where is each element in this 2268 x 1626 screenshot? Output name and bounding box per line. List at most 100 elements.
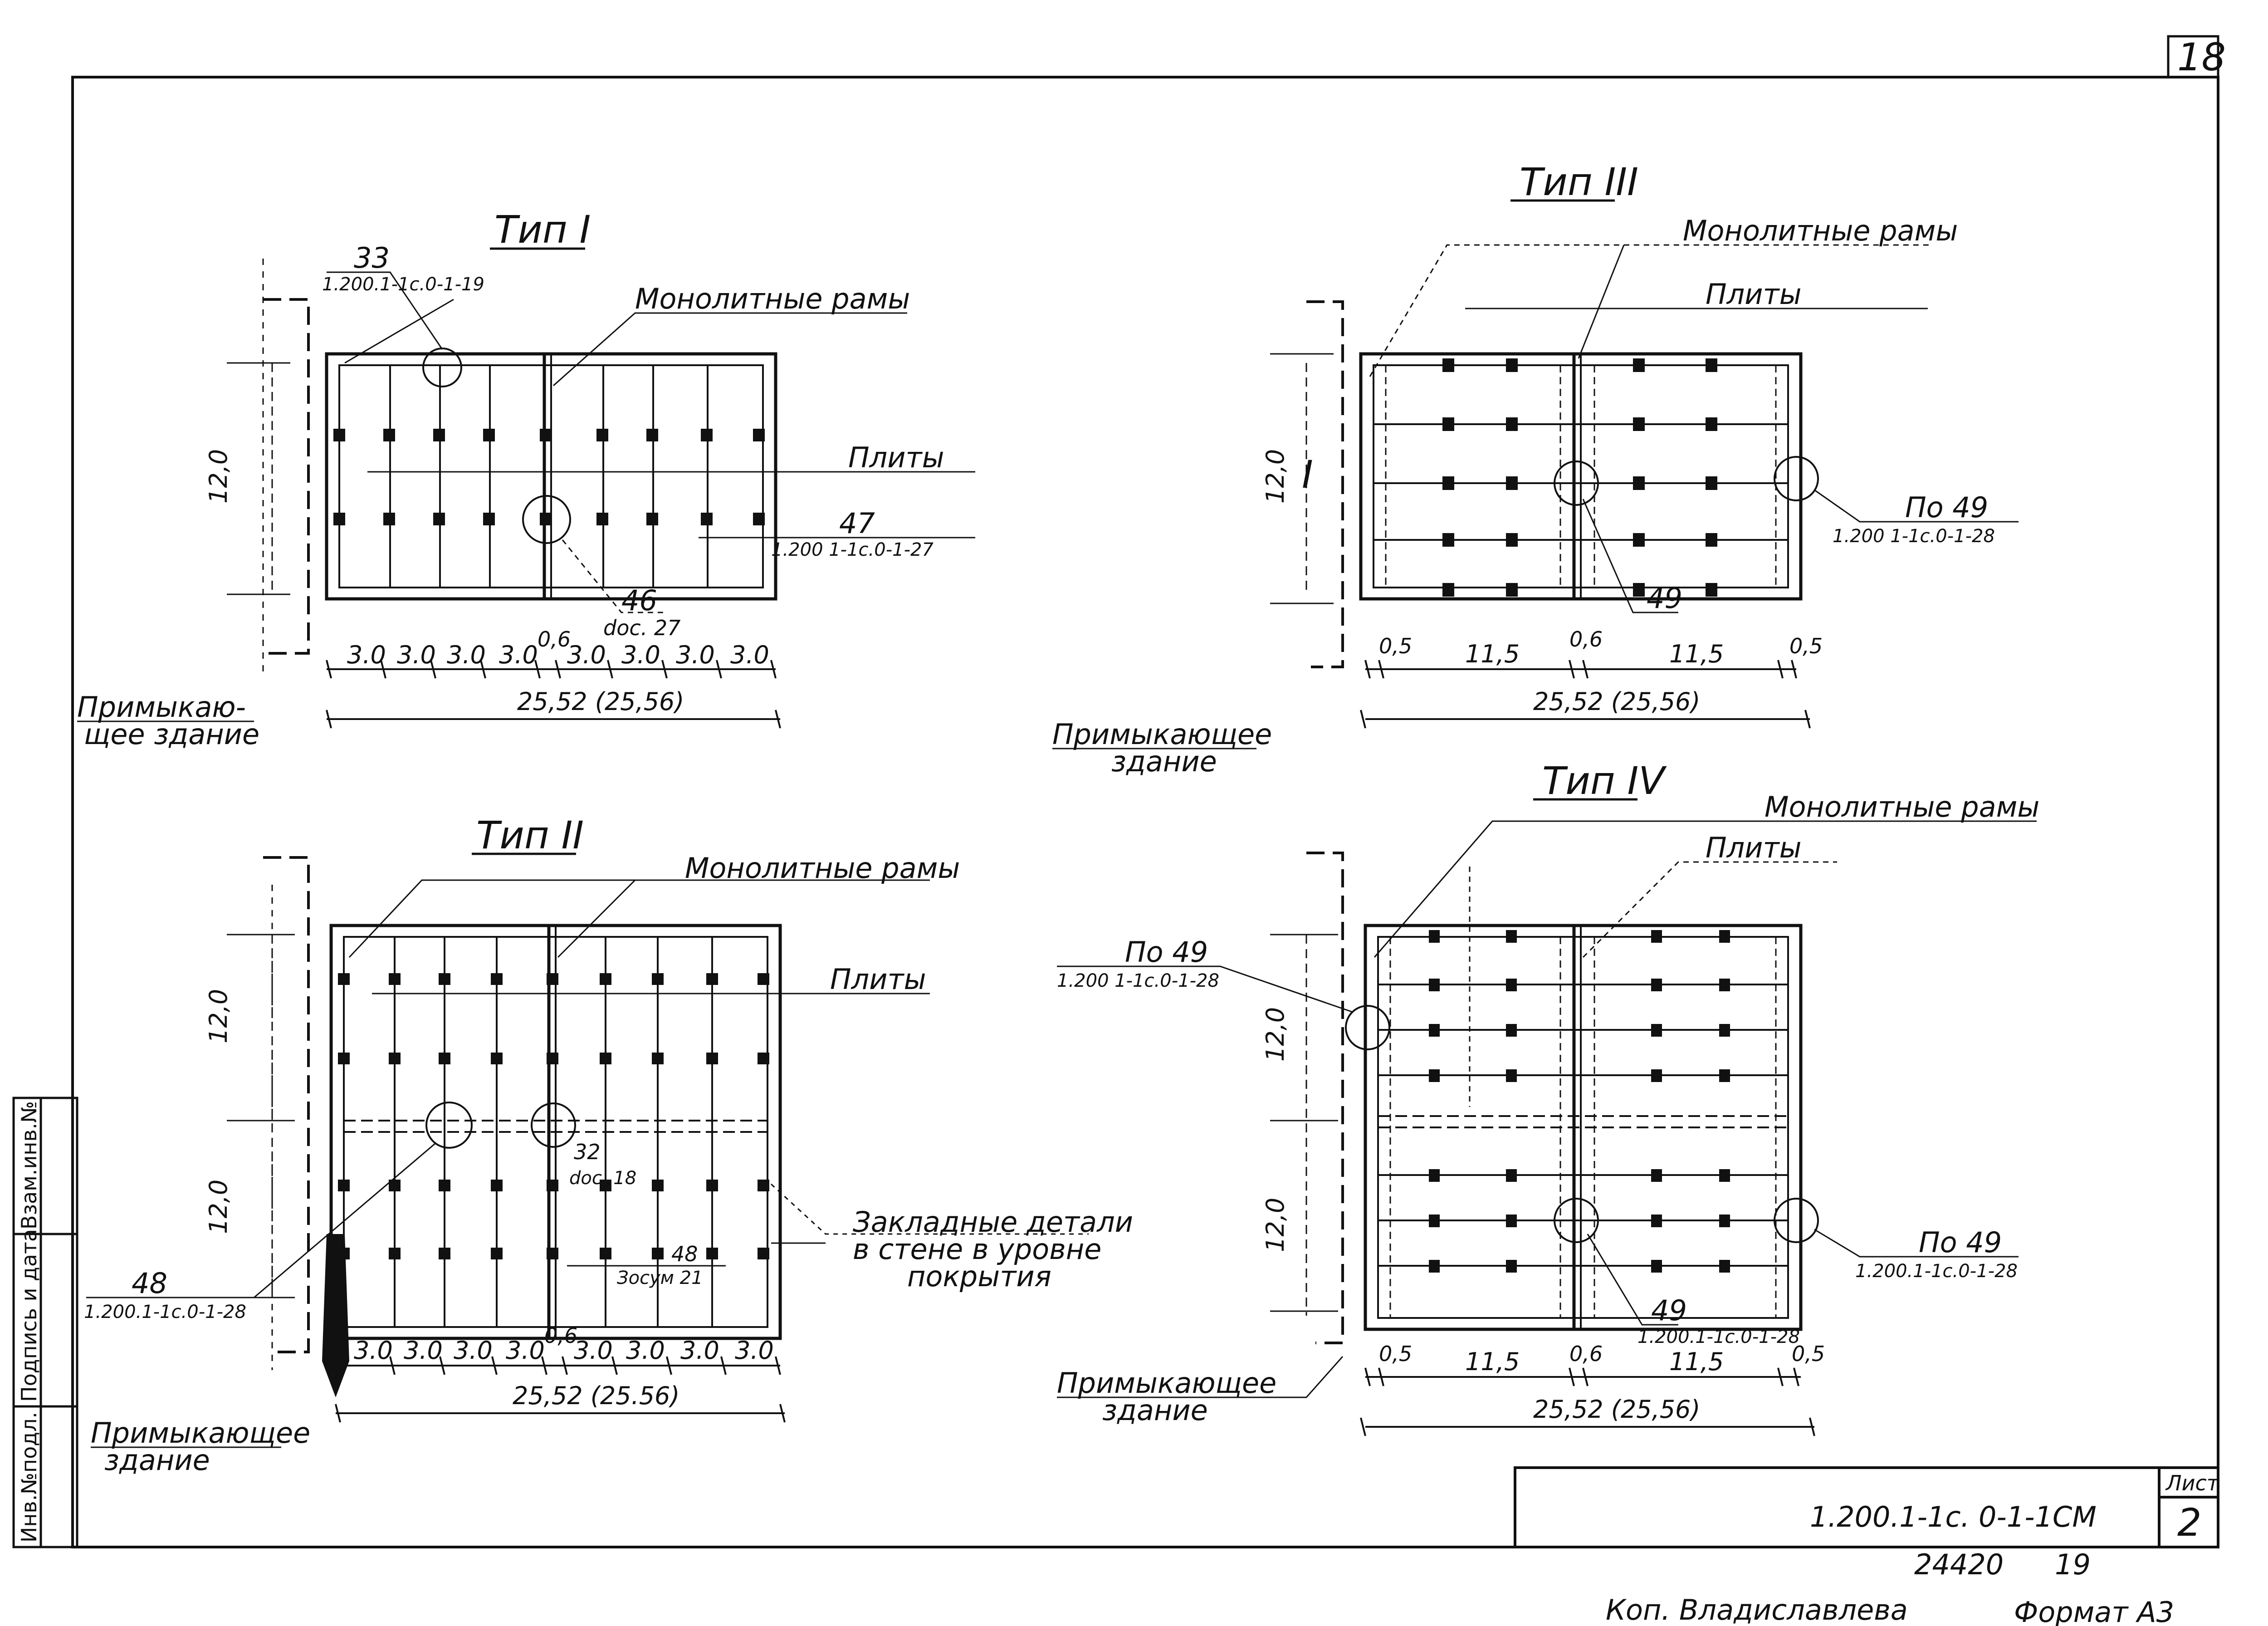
type-ii-bay-7: 3.0 (680, 1336, 719, 1365)
type-ii-bay-3: 3.0 (454, 1336, 493, 1365)
title-block-sheet-label: Лист (2165, 1471, 2219, 1495)
type-iii-bay-3: 0,6 (1569, 627, 1603, 651)
type-iii-plan: Тип III (1270, 160, 2019, 729)
type-ii-adjacent-line1: Примыкающее (91, 1416, 310, 1450)
type-ii-embedded-line1: Закладные детали (853, 1205, 1133, 1239)
type-iv-vertical-dimension-top: 12,0 (1261, 1007, 1290, 1062)
type-iv-callout-49c-ref: 1.200.1-1с.0-1-28 (1637, 1327, 1800, 1347)
type-ii-bay-4: 3.0 (506, 1336, 545, 1365)
type-iv-callout-49b-ref: 1.200.1-1с.0-1-28 (1855, 1261, 2018, 1282)
type-iii-adjacent-line2: здание (1111, 745, 1217, 778)
type-iii-callout-circle-49-edge (1774, 456, 1819, 501)
type-iii-total-dimension: 25,52 (25,56) (1533, 687, 1700, 716)
type-ii-total-dimension: 25,52 (25.56) (513, 1381, 679, 1410)
title-block (1514, 1466, 2218, 1547)
title-block-designation: 1.200.1-1с. 0-1-1СМ (1810, 1500, 2097, 1533)
sheet-frame (71, 35, 2219, 1548)
type-ii-frames-label: Монолитные рамы (685, 852, 960, 885)
type-ii-callout-circle-48 (425, 1102, 473, 1149)
type-i-bay-joint: 0,6 (538, 627, 571, 651)
type-i-bay-8: 3.0 (730, 641, 769, 669)
type-i-callout-47-ref: 1.200 1-1с.0-1-27 (771, 539, 934, 560)
type-iii-slabs-label: Плиты (1706, 278, 1802, 311)
type-iii-anchors (1442, 358, 1717, 597)
type-iv-callout-49a-ref: 1.200 1-1с.0-1-28 (1057, 970, 1219, 991)
type-iii-title: Тип III (1520, 160, 1638, 204)
type-i-frames-label: Монолитные рамы (635, 282, 910, 315)
side-stamp-col2: Подпись и дата (17, 1229, 41, 1402)
type-i-title: Тип I (494, 207, 591, 252)
type-iv-callout-circle-mid (1554, 1198, 1599, 1243)
paper-format: Формат А3 (2014, 1596, 2174, 1626)
type-iv-frames-label: Монолитные рамы (1765, 790, 2039, 823)
side-stamp (12, 1097, 78, 1548)
type-iv-callout-49b: По 49 (1919, 1226, 2002, 1259)
copied-by: Коп. Владиславлева (1606, 1593, 1908, 1626)
type-iii-bay-5: 0,5 (1789, 634, 1823, 658)
type-i-slabs-label: Плиты (848, 441, 944, 474)
inventory-number: 24420 (1914, 1548, 2004, 1581)
type-iii-bay-2: 11,5 (1465, 640, 1520, 668)
type-i-bay-2: 3.0 (397, 641, 436, 669)
type-iii-adjacent-line1: Примыкающее (1052, 718, 1272, 751)
type-ii-callout-48a-ref: 1.200.1-1с.0-1-28 (84, 1302, 246, 1322)
type-iv-bay-4: 11,5 (1669, 1347, 1724, 1376)
type-i-total-dimension: 25,52 (25,56) (517, 687, 684, 716)
type-i-bay-4: 3.0 (499, 641, 538, 669)
type-iii-callout-49a-ref: 1.200 1-1с.0-1-28 (1833, 526, 1995, 547)
type-iv-callout-49a: По 49 (1125, 935, 1208, 969)
type-iii-mark-i: I (1302, 452, 1313, 497)
type-ii-vertical-dimension-top: 12,0 (204, 989, 233, 1043)
type-iv-callout-49c: 49 (1651, 1294, 1687, 1327)
type-ii-bay-6: 3.0 (626, 1336, 665, 1365)
type-i-callout-33-ref: 1.200.1-1с.0-1-19 (322, 274, 484, 295)
type-i-callout-47: 47 (839, 507, 875, 540)
type-ii-bay-2: 3.0 (404, 1336, 443, 1365)
title-block-sheet-value: 2 (2177, 1500, 2201, 1545)
type-iv-bay-3: 0,6 (1569, 1342, 1603, 1366)
type-i-callout-circle-46 (522, 495, 571, 544)
type-iii-callout-49b: 49 (1647, 582, 1682, 615)
type-i-plan: Тип I (227, 207, 975, 729)
type-iv-bay-2: 11,5 (1465, 1347, 1520, 1376)
type-i-vertical-dimension: 12,0 (204, 449, 233, 504)
type-iii-callout-49a: По 49 (1905, 491, 1988, 524)
type-iv-vertical-dimension-bottom: 12,0 (1261, 1198, 1290, 1252)
type-iv-plan: Тип IV (1057, 759, 2037, 1436)
type-ii-adjacent-line2: здание (104, 1444, 210, 1477)
type-ii-callout-32: 32 (574, 1140, 601, 1164)
type-ii-plan: Тип II (86, 813, 1089, 1423)
type-ii-bay-8: 3.0 (735, 1336, 774, 1365)
type-i-callout-33: 33 (354, 241, 390, 274)
type-ii-callout-32-ref: doc. 18 (569, 1168, 636, 1189)
type-i-anchors (333, 429, 765, 525)
type-iii-callout-circle-49 (1554, 460, 1599, 506)
side-stamp-col3: Взам.инв.№ (17, 1101, 41, 1229)
type-ii-title: Тип II (476, 813, 584, 857)
type-iii-frames-label: Монолитные рамы (1683, 214, 1958, 247)
type-ii-callout-48a: 48 (132, 1267, 167, 1300)
type-i-bay-1: 3.0 (347, 641, 386, 669)
type-ii-slabs-label: Плиты (830, 963, 926, 996)
type-i-bay-3: 3.0 (447, 641, 486, 669)
type-iv-title: Тип IV (1542, 759, 1667, 803)
type-iv-adjacent-line2: здание (1102, 1394, 1208, 1427)
type-ii-bay-joint: 0,6 (544, 1323, 577, 1348)
type-iv-bay-5: 0,5 (1792, 1342, 1825, 1366)
type-iii-vertical-dimension: 12,0 (1261, 449, 1290, 504)
type-i-bay-6: 3.0 (621, 641, 660, 669)
type-i-adjacent-line1: Примыкаю- (77, 691, 246, 724)
type-i-adjacent-line2: щее здание (84, 718, 259, 751)
type-ii-vertical-dimension-bottom: 12,0 (204, 1180, 233, 1234)
type-iv-bay-1: 0,5 (1379, 1342, 1412, 1366)
type-ii-embedded-line2: в стене в уровне (853, 1233, 1101, 1266)
type-i-bay-7: 3.0 (676, 641, 715, 669)
type-iv-total-dimension: 25,52 (25,56) (1533, 1395, 1700, 1424)
type-iv-slabs-label: Плиты (1706, 831, 1802, 864)
type-i-slab-ribs (389, 365, 709, 588)
type-iii-bay-1: 0,5 (1379, 634, 1412, 658)
type-iv-anchors (1429, 930, 1730, 1273)
inventory-suffix: 19 (2055, 1548, 2091, 1581)
type-ii-anchors (338, 973, 769, 1259)
